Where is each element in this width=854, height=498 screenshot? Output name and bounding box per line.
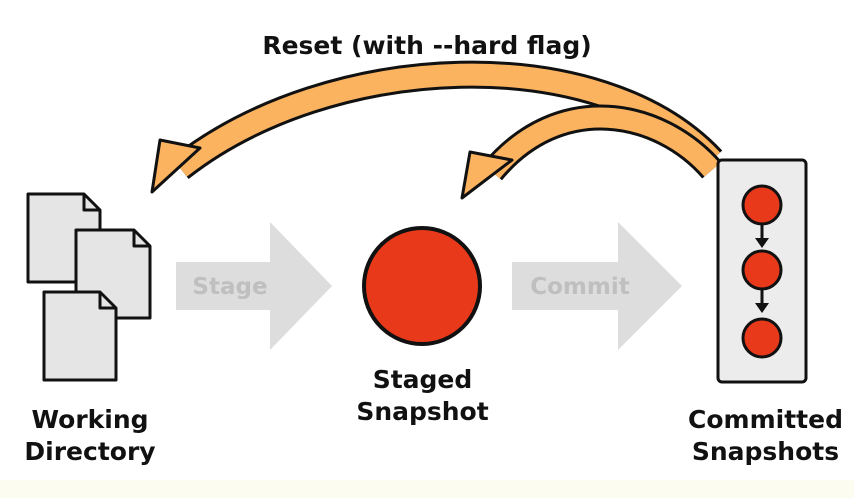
stage-arrow-label: Stage: [192, 274, 267, 300]
committed-snapshots-panel: [716, 158, 808, 384]
staged-snapshot-circle: [362, 226, 482, 346]
working-directory-label-line1: Working: [31, 405, 149, 434]
diagram-title: Reset (with --hard flag): [262, 31, 592, 60]
commit-link-arrow-1: [755, 238, 769, 248]
commit-node-2: [741, 249, 783, 291]
bottom-strip: [0, 480, 854, 498]
committed-snapshots-label-line1: Committed: [688, 405, 843, 434]
commit-link-arrow-2: [755, 303, 769, 313]
working-directory-label-line2: Directory: [24, 437, 156, 466]
committed-snapshots-label: Committed Snapshots: [677, 404, 854, 468]
file-icon-3: [42, 290, 118, 382]
stage-arrow: Stage: [176, 222, 332, 350]
staged-snapshot-label-line1: Staged: [372, 365, 473, 394]
reset-arrow-to-staged-snapshot: [460, 104, 722, 200]
commit-arrow-label: Commit: [530, 274, 630, 300]
committed-snapshots-label-line2: Snapshots: [691, 437, 840, 466]
working-directory-files-icon: [26, 192, 152, 382]
staged-snapshot-label-line2: Snapshot: [356, 397, 489, 426]
commit-arrow: Commit: [512, 222, 682, 350]
commit-node-1: [741, 184, 783, 226]
staged-snapshot-label: Staged Snapshot: [330, 364, 515, 428]
commit-node-3: [741, 317, 783, 359]
working-directory-label: Working Directory: [0, 404, 180, 468]
